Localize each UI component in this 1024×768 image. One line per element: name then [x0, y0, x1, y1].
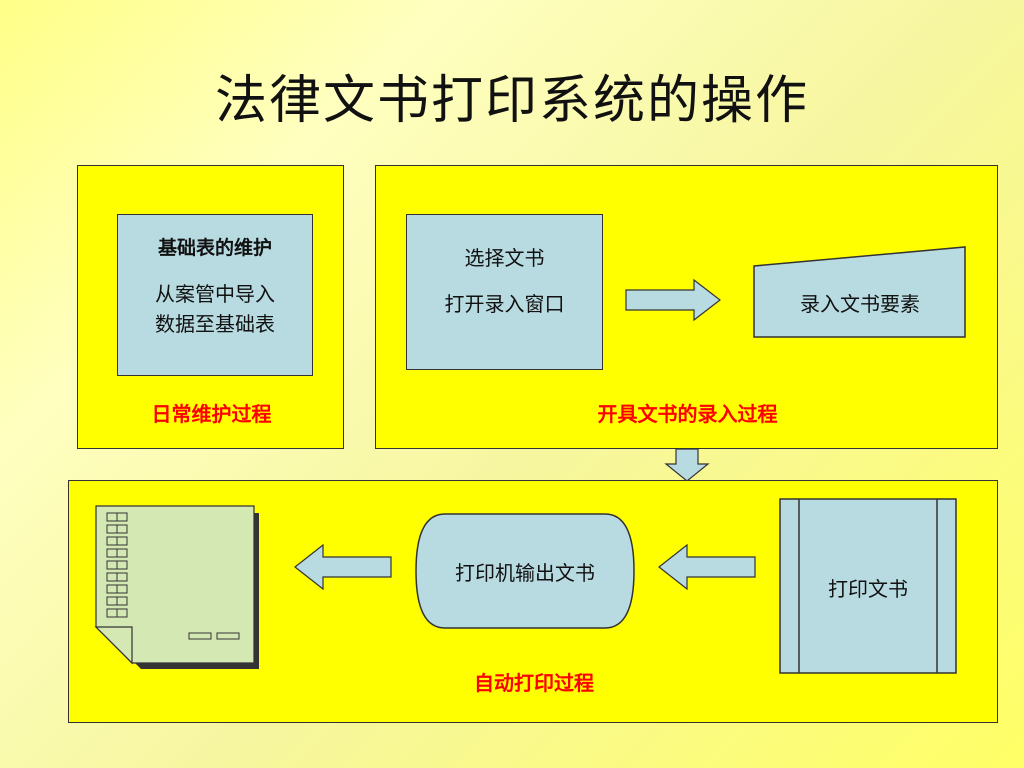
import-line-2: 数据至基础表 [155, 312, 275, 336]
enter-document-elements-label: 录入文书要素 [800, 292, 920, 316]
import-line-1: 从案管中导入 [155, 282, 275, 306]
base-table-maintenance-box: 基础表的维护 从案管中导入 数据至基础表 [117, 214, 313, 376]
print-document-label: 打印文书 [828, 577, 908, 601]
printer-output-shape [415, 513, 635, 629]
document-icon [94, 505, 259, 669]
select-document-box: 选择文书 打开录入窗口 [406, 214, 603, 370]
page-title: 法律文书打印系统的操作 [214, 71, 809, 131]
open-entry-window-label: 打开录入窗口 [444, 292, 565, 316]
printer-output-label: 打印机输出文书 [455, 561, 595, 585]
manual-input-shape [753, 246, 966, 338]
document-entry-panel: 选择文书 打开录入窗口 录入文书要素 开具文书的录入过程 [375, 165, 998, 449]
print-document-shape [779, 498, 957, 674]
select-document-label: 选择文书 [464, 246, 545, 270]
auto-print-panel: 打印机输出文书 打印文书 自动打印过程 [68, 480, 998, 723]
right-arrow-icon [625, 278, 721, 322]
left-arrow-icon [294, 543, 392, 591]
down-arrow-icon [664, 448, 710, 482]
document-entry-caption: 开具文书的录入过程 [597, 402, 778, 426]
daily-maintenance-panel: 基础表的维护 从案管中导入 数据至基础表 日常维护过程 [77, 165, 344, 449]
daily-maintenance-caption: 日常维护过程 [151, 402, 272, 426]
left-arrow-icon [658, 543, 756, 591]
base-table-heading: 基础表的维护 [157, 237, 272, 259]
auto-print-caption: 自动打印过程 [474, 671, 594, 695]
